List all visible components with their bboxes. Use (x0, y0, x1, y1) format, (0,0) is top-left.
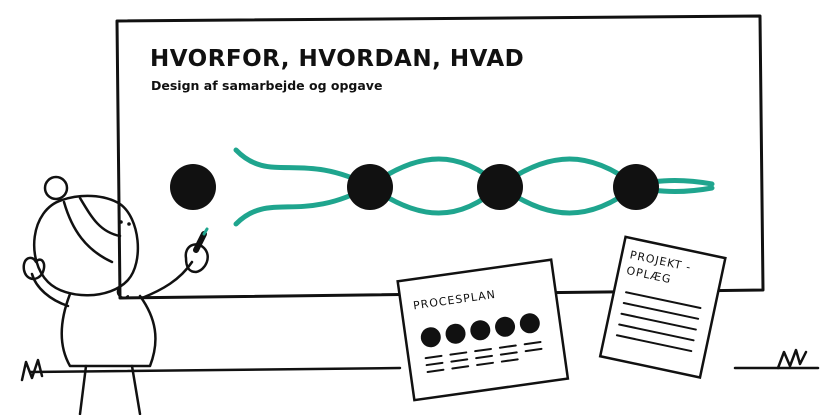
whiteboard-frame (115, 14, 765, 300)
hair-bun (43, 175, 69, 201)
hair-strand (78, 196, 122, 238)
procesplan-dot-2 (445, 323, 466, 344)
process-dot-1 (170, 164, 216, 210)
procesplan-dot-4 (495, 316, 516, 337)
left-eye (119, 220, 123, 224)
board-subtitle: Design af samarbejde og opgave (151, 78, 382, 93)
presenter-person (22, 175, 209, 415)
right-eye (127, 222, 131, 226)
procesplan-lines (424, 340, 543, 374)
left-leg (78, 364, 88, 415)
body (60, 292, 157, 368)
strand-segment-1-upper (233, 147, 373, 189)
right-leg (130, 364, 142, 415)
grass-tuft-right (776, 348, 808, 370)
grass-tuft-left (20, 358, 44, 382)
left-arm (30, 272, 70, 308)
right-hand (184, 243, 209, 274)
marker-pen (193, 231, 207, 253)
procesplan-dot-5 (519, 313, 540, 334)
marker-tip (202, 227, 209, 236)
strand-segment-1-lower (233, 183, 373, 227)
chin (116, 289, 129, 299)
procesplan-dot-1 (420, 327, 441, 348)
process-dot-4 (613, 164, 659, 210)
projektoplaeg-sheet (598, 235, 727, 379)
process-dot-3 (477, 164, 523, 210)
projektoplaeg-document: PROJEKT - OPLÆG (598, 235, 727, 379)
hair-fringe (62, 200, 114, 264)
ground (20, 348, 820, 382)
left-hand (22, 256, 46, 281)
procesplan-dot-3 (470, 320, 491, 341)
procesplan-document: PROCESPLAN (396, 258, 570, 402)
process-dot-2 (347, 164, 393, 210)
head (33, 194, 140, 297)
process-diagram (170, 147, 715, 227)
board-title: HVORFOR, HVORDAN, HVAD (150, 46, 524, 72)
projektoplaeg-text-lines (615, 291, 702, 353)
whiteboard: HVORFOR, HVORDAN, HVAD Design af samarbe… (115, 14, 765, 300)
right-arm (140, 260, 194, 300)
ground-line-left (28, 366, 402, 374)
